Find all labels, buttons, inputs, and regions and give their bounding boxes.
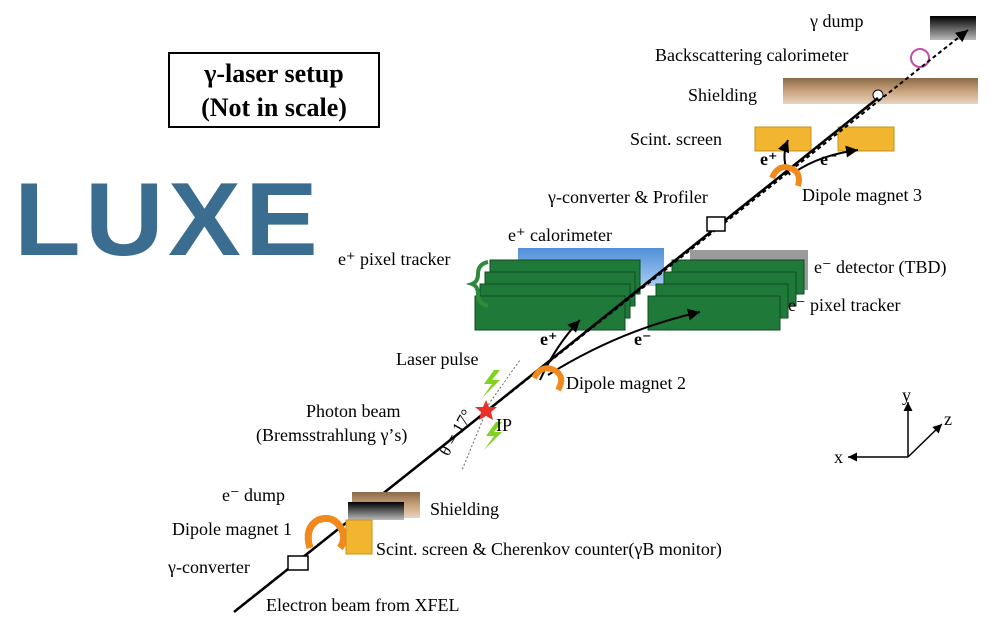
laser-pulse-label: Laser pulse <box>396 349 479 369</box>
shielding-hole <box>872 89 884 101</box>
gamma-converter-box <box>287 555 309 571</box>
dipole-magnet-1-label: Dipole magnet 1 <box>172 519 292 539</box>
axis-z-label: z <box>944 409 952 429</box>
setup-title-box: γ-laser setup (Not in scale) <box>168 52 380 128</box>
gamma-converter-label: γ-converter <box>168 557 250 577</box>
axis-x-label: x <box>834 447 843 467</box>
gamma-converter-profiler-box <box>706 216 726 232</box>
backscatter-calorimeter-marker <box>910 48 930 68</box>
luxe-logo: LUXE <box>14 162 323 278</box>
axis-y-label: y <box>902 385 911 405</box>
gamma-dump-block <box>930 16 976 40</box>
eminus-pixel-tracker <box>647 259 805 331</box>
dipole-magnet-3-label: Dipole magnet 3 <box>802 185 922 205</box>
title-line-2: (Not in scale) <box>201 93 347 122</box>
scint-cherenkov-label: Scint. screen & Cherenkov counter(γB mon… <box>376 539 722 559</box>
dipole-magnet-1-shape <box>304 514 348 551</box>
scint-screen-right <box>837 126 895 152</box>
eminus-pixel-tracker-label: e⁻ pixel tracker <box>788 295 901 315</box>
eplus-pixel-tracker <box>474 259 641 331</box>
eminus-trajectory-mid <box>547 308 701 376</box>
title-line-1: γ-laser setup <box>204 59 344 88</box>
photon-beam-sub-label: (Bremsstrahlung γ’s) <box>256 425 408 445</box>
laser-path-lower <box>461 411 487 471</box>
gamma-converter-profiler-label: γ-converter & Profiler <box>548 187 708 207</box>
eplus-trajectory-top <box>777 139 791 176</box>
eminus-detector-label: e⁻ detector (TBD) <box>814 257 947 277</box>
shielding-top-label: Shielding <box>688 85 758 105</box>
gamma-dump-label: γ dump <box>810 11 864 31</box>
electron-beam-label: Electron beam from XFEL <box>266 595 460 615</box>
eplus-trajectory-mid <box>539 319 581 381</box>
scint-screen-top-label: Scint. screen <box>630 129 722 149</box>
ip-star <box>475 400 497 420</box>
axes-indicator <box>848 402 943 462</box>
eplus-pixel-tracker-label: e⁺ pixel tracker <box>338 249 451 269</box>
eplus-calorimeter-label: e⁺ calorimeter <box>508 225 612 245</box>
dipole-magnet-2-shape <box>531 365 565 392</box>
dipole-magnet-2-label: Dipole magnet 2 <box>566 373 686 393</box>
eminus-mid-label: e⁻ <box>634 329 652 349</box>
eminus-top-label: e⁻ <box>820 149 838 169</box>
eminus-dump-label: e⁻ dump <box>222 485 285 505</box>
eminus-trajectory-top <box>794 145 859 173</box>
laser-path-upper <box>485 359 521 409</box>
ip-label: IP <box>496 415 513 435</box>
laser-pulse-upper <box>482 370 500 398</box>
eplus-tracker-brace <box>465 260 489 308</box>
eplus-mid-label: e⁺ <box>540 329 558 349</box>
photon-beam-label: Photon beam <box>306 401 401 421</box>
eminus-dump-block <box>348 502 404 520</box>
gamma-line-solid <box>487 97 879 411</box>
shielding-bottom-label: Shielding <box>430 499 500 519</box>
scint-screen-left <box>754 126 812 152</box>
scint-cherenkov-block <box>345 519 373 555</box>
backscatter-calorimeter-label: Backscattering calorimeter <box>655 45 849 65</box>
eplus-top-label: e⁺ <box>760 149 778 169</box>
dipole-magnet-3-shape <box>769 164 802 187</box>
laser-pulse-lower <box>484 422 502 450</box>
